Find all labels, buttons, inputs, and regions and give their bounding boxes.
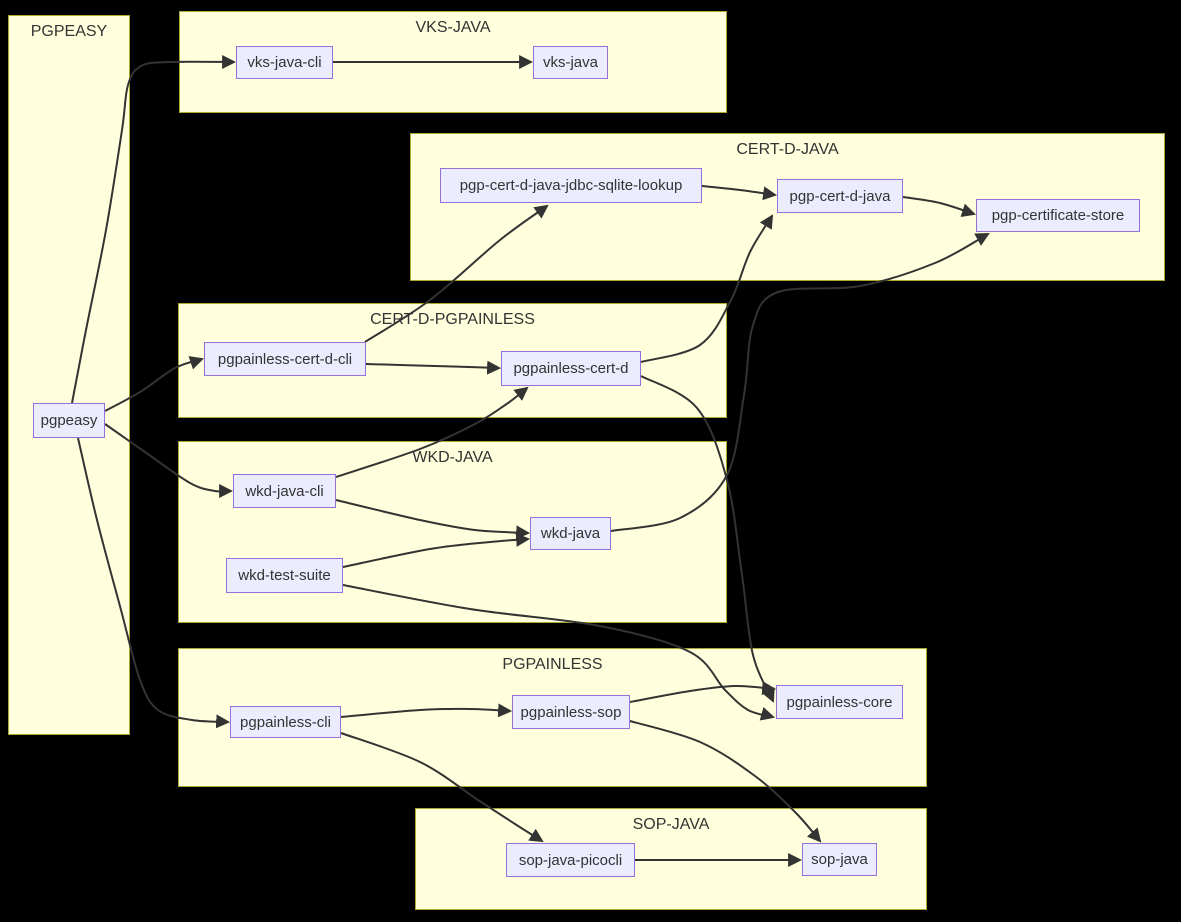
edge-pgp-cert-d-java-jdbc-sqlite-lookup-to-pgp-cert-d-java bbox=[701, 185, 778, 201]
edge-wkd-test-suite-to-wkd-java bbox=[342, 532, 531, 568]
edge-pgpainless-cli-to-sop-java-picocli bbox=[340, 732, 544, 843]
node-pgpainless-cli: pgpainless-cli bbox=[230, 706, 341, 738]
node-vks-java: vks-java bbox=[533, 46, 608, 79]
edge-wkd-java-cli-to-pgpainless-cert-d bbox=[335, 386, 529, 478]
edge-pgpainless-cert-d-to-pgpainless-core bbox=[640, 375, 775, 703]
node-pgpainless-cert-d: pgpainless-cert-d bbox=[501, 351, 641, 386]
edge-pgpeasy-to-pgpainless-cert-d-cli bbox=[104, 356, 204, 412]
node-pgpeasy: pgpeasy bbox=[33, 403, 105, 438]
edge-pgpainless-cert-d-to-pgp-cert-d-java bbox=[640, 214, 774, 363]
node-wkd-java-cli: wkd-java-cli bbox=[233, 474, 336, 508]
node-wkd-test-suite: wkd-test-suite bbox=[226, 558, 343, 593]
edge-pgp-cert-d-java-to-pgp-certificate-store bbox=[902, 196, 976, 217]
edge-pgpeasy-to-pgpainless-cli bbox=[77, 437, 231, 729]
node-pgp-certificate-store: pgp-certificate-store bbox=[976, 199, 1140, 232]
node-pgpainless-sop: pgpainless-sop bbox=[512, 695, 630, 729]
edge-pgpainless-cli-to-pgpainless-sop bbox=[340, 703, 513, 718]
edge-wkd-java-cli-to-wkd-java bbox=[335, 499, 531, 540]
edge-pgpeasy-to-vks-java-cli bbox=[71, 54, 237, 404]
edge-pgpainless-sop-to-pgpainless-core bbox=[629, 681, 777, 703]
edge-pgpainless-cert-d-cli-to-pgp-cert-d-java-jdbc-sqlite-lookup bbox=[364, 204, 549, 343]
edge-pgpainless-sop-to-sop-java bbox=[629, 720, 822, 843]
node-wkd-java: wkd-java bbox=[530, 517, 611, 550]
node-pgp-cert-d-java-jdbc-sqlite-lookup: pgp-cert-d-java-jdbc-sqlite-lookup bbox=[440, 168, 702, 203]
node-vks-java-cli: vks-java-cli bbox=[236, 46, 333, 79]
edge-pgpeasy-to-wkd-java-cli bbox=[104, 423, 234, 499]
node-pgp-cert-d-java: pgp-cert-d-java bbox=[777, 179, 903, 213]
node-sop-java: sop-java bbox=[802, 843, 877, 876]
edge-wkd-test-suite-to-pgpainless-core bbox=[342, 584, 776, 721]
edge-wkd-java-to-pgp-certificate-store bbox=[610, 232, 990, 532]
node-pgpainless-core: pgpainless-core bbox=[776, 685, 903, 719]
node-pgpainless-cert-d-cli: pgpainless-cert-d-cli bbox=[204, 342, 366, 376]
edge-pgpainless-cert-d-cli-to-pgpainless-cert-d bbox=[365, 360, 502, 375]
node-sop-java-picocli: sop-java-picocli bbox=[506, 843, 635, 877]
